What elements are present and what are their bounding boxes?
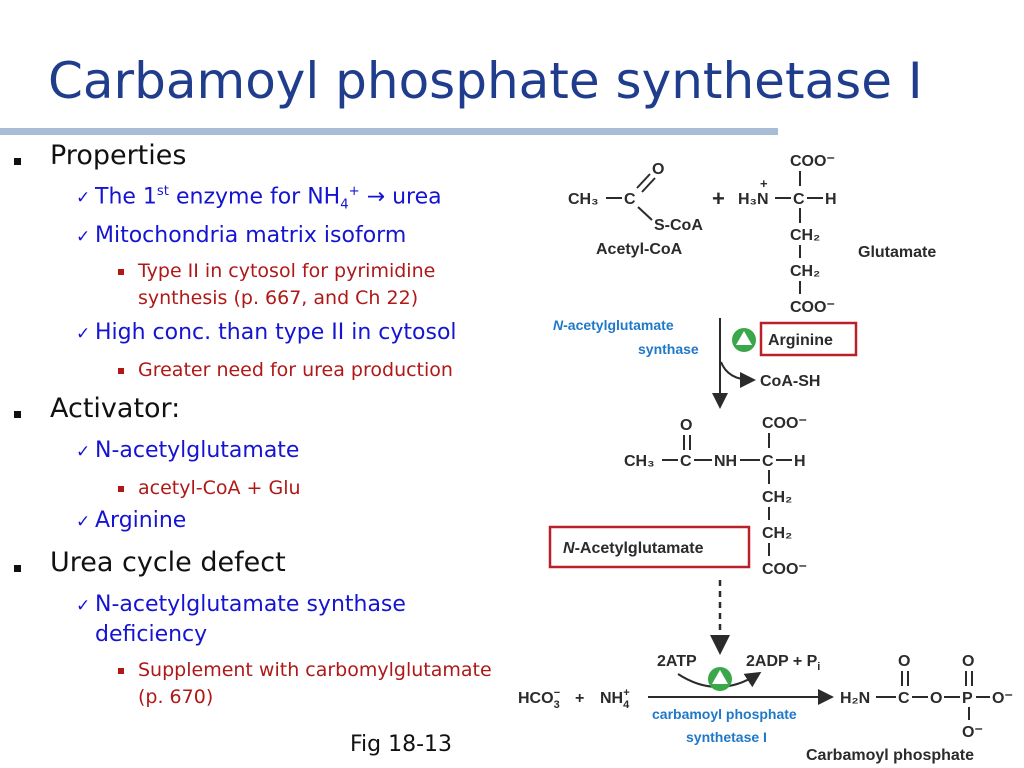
acetylcoa-scoa: S-CoA: [654, 217, 703, 234]
nag-box: [548, 525, 751, 569]
cps-enzyme-line2: synthetase I: [686, 729, 767, 745]
plus-sign-2: +: [575, 690, 584, 707]
activator-triangle-icon: [736, 331, 752, 345]
nag-o: O: [680, 417, 692, 434]
hco3-label: HCO3−: [518, 687, 560, 711]
bullet-supplement-line2: (p. 670): [138, 686, 214, 708]
bullet-high-conc: High conc. than type II in cytosol: [95, 320, 457, 345]
glu-coo-bottom: COO⁻: [790, 299, 835, 316]
bullet-activator: Activator:: [50, 393, 181, 424]
checkmark-icon: ✓: [76, 188, 91, 208]
bullet-arginine: Arginine: [95, 508, 187, 533]
bullet-supplement-line1: Supplement with carbomylglutamate: [138, 659, 492, 681]
cp-c: C: [898, 690, 910, 707]
nag-ch2-1: CH₂: [762, 489, 792, 506]
bullet-type2-line1: Type II in cytosol for pyrimidine: [138, 260, 436, 282]
glu-ch2-2: CH₂: [790, 263, 820, 280]
glu-h3n: H₃N: [738, 191, 769, 208]
small-square-bullet-icon: [118, 269, 124, 275]
double-bond-line: [641, 177, 656, 193]
arginine-box-label: Arginine: [768, 332, 833, 349]
bullet-acetylcoa-glu: acetyl-CoA + Glu: [138, 477, 301, 499]
small-square-bullet-icon: [118, 668, 124, 674]
checkmark-icon: ✓: [76, 442, 91, 462]
acetylcoa-label: Acetyl-CoA: [596, 241, 683, 258]
plus-sign: +: [712, 186, 725, 211]
adp-label: 2ADP + Pi: [746, 653, 820, 673]
checkmark-icon: ✓: [76, 324, 91, 344]
cp-p: P: [962, 690, 973, 707]
acetylcoa-c: C: [624, 191, 636, 208]
bullet-properties: Properties: [50, 140, 187, 171]
bullet-first-enzyme: The 1st enzyme for NH4+ → urea: [95, 184, 442, 213]
cp-o-top-2: O: [962, 653, 974, 670]
square-bullet-icon: [14, 565, 21, 572]
bullet-nags-def-line2: deficiency: [95, 622, 208, 647]
glu-ch2-1: CH₂: [790, 227, 820, 244]
nag-h: H: [794, 453, 806, 470]
bullet-defect: Urea cycle defect: [50, 547, 286, 578]
double-bond-line: [636, 173, 651, 189]
bullet-greater-need: Greater need for urea production: [138, 359, 453, 381]
nags-enzyme-line1: N-acetylglutamate: [553, 317, 674, 333]
nag-box-label: N-Acetylglutamate: [563, 540, 704, 557]
carbamoyl-phosphate-label: Carbamoyl phosphate: [806, 747, 974, 764]
cp-o-bottom: O⁻: [962, 724, 983, 741]
nag-nh: NH: [714, 453, 737, 470]
glu-coo-top: COO⁻: [790, 153, 835, 170]
title-underline: [0, 128, 778, 135]
nag-ch2-2: CH₂: [762, 525, 792, 542]
checkmark-icon: ✓: [76, 227, 91, 247]
nag-coo-top: COO⁻: [762, 415, 807, 432]
bullet-mitochondria: Mitochondria matrix isoform: [95, 223, 407, 248]
glu-h: H: [825, 191, 837, 208]
acetylcoa-ch3: CH₃: [568, 191, 599, 208]
coash-arrow: [720, 361, 756, 388]
atp-label: 2ATP: [657, 653, 697, 670]
nh4-label: NH4+: [600, 687, 630, 711]
small-square-bullet-icon: [118, 368, 124, 374]
glutamate-label: Glutamate: [858, 244, 936, 261]
nag-coo-bottom: COO⁻: [762, 561, 807, 578]
cp-h2n: H₂N: [840, 690, 870, 707]
glu-plus: +: [760, 176, 768, 191]
square-bullet-icon: [14, 158, 21, 165]
arginine-box: [759, 321, 858, 357]
coash-label: CoA-SH: [760, 373, 820, 390]
acetylcoa-o: O: [652, 161, 664, 178]
bullet-list: Properties ✓ The 1st enzyme for NH4+ → u…: [14, 140, 492, 708]
bullet-nag: N-acetylglutamate: [95, 438, 300, 463]
figure-caption: Fig 18-13: [350, 732, 453, 757]
slide-title: Carbamoyl phosphate synthetase I: [48, 52, 923, 110]
cp-o-right: O⁻: [992, 690, 1013, 707]
checkmark-icon: ✓: [76, 596, 91, 616]
cps-enzyme-line1: carbamoyl phosphate: [652, 706, 797, 722]
nags-enzyme-line2: synthase: [638, 341, 699, 357]
activator-triangle-icon: [712, 670, 728, 684]
bond-line: [637, 206, 653, 221]
glu-c: C: [793, 191, 805, 208]
bullet-type2-line2: synthesis (p. 667, and Ch 22): [138, 287, 419, 309]
nag-c1: C: [680, 453, 692, 470]
bullet-nags-def-line1: N-acetylglutamate synthase: [95, 592, 406, 617]
square-bullet-icon: [14, 411, 21, 418]
cp-o-top-1: O: [898, 653, 910, 670]
checkmark-icon: ✓: [76, 512, 91, 532]
nag-ch3: CH₃: [624, 453, 655, 470]
cp-o-bridge: O: [930, 690, 942, 707]
small-square-bullet-icon: [118, 486, 124, 492]
nag-c2: C: [762, 453, 774, 470]
